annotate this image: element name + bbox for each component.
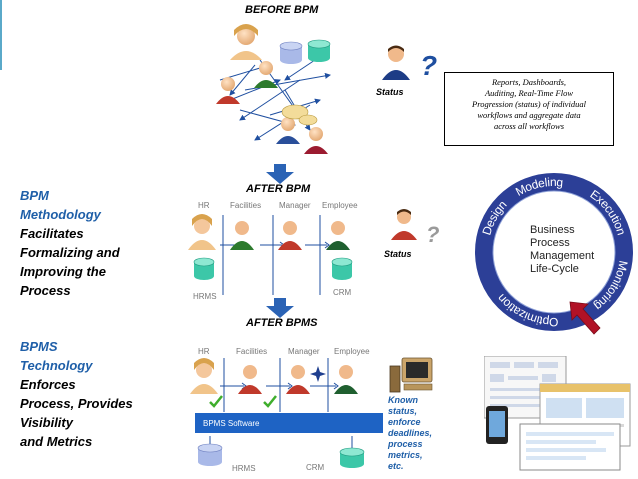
speech-bubble-icon xyxy=(298,114,318,126)
person-icon xyxy=(254,61,278,88)
person-icon xyxy=(230,24,262,60)
lifecycle-ring: Design Modeling Execution Monitoring Opt… xyxy=(475,173,633,331)
system-hrms: HRMS xyxy=(232,464,256,473)
status-callout: Reports, Dashboards, Auditing, Real-Time… xyxy=(444,72,614,146)
checkmark-icon xyxy=(263,395,277,408)
before-bpm-diagram xyxy=(216,24,331,154)
person-icon xyxy=(304,127,328,154)
text-line: Improving the xyxy=(20,264,106,279)
role-facilities: Facilities xyxy=(236,347,268,356)
text-line: Business xyxy=(530,224,575,236)
callout-line: Auditing, Real-Time Flow xyxy=(484,88,574,98)
database-icon xyxy=(279,41,303,64)
text-line: Process xyxy=(20,283,71,298)
after-bpm-diagram xyxy=(188,214,353,295)
database-icon xyxy=(331,257,353,280)
bpm-methodology-text: BPM Methodology Facilitates Formalizing … xyxy=(20,186,120,300)
sparkle-icon xyxy=(310,366,326,382)
text-line: BPMS xyxy=(20,339,58,354)
computer-icon xyxy=(389,357,433,393)
software-screenshots xyxy=(484,356,631,471)
person-icon xyxy=(278,221,302,250)
text-line: status, xyxy=(388,406,418,416)
callout-line: across all workflows xyxy=(493,121,565,131)
person-icon xyxy=(276,117,300,144)
callout-line: Progression (status) of individual xyxy=(472,99,586,109)
person-icon xyxy=(230,221,254,250)
question-mark-icon: ? xyxy=(420,50,438,81)
after-bpms-title: AFTER BPMS xyxy=(246,317,318,329)
person-icon xyxy=(188,214,216,250)
after-bpms-people xyxy=(190,358,358,412)
role-employee: Employee xyxy=(334,347,370,356)
role-hr: HR xyxy=(198,201,210,210)
role-employee: Employee xyxy=(322,201,358,210)
bpms-technology-text: BPMS Technology Enforces Process, Provid… xyxy=(20,337,133,451)
text-line: process xyxy=(388,439,423,449)
before-bpm-title: BEFORE BPM xyxy=(245,4,319,16)
text-line: Known xyxy=(388,395,418,405)
role-hr: HR xyxy=(198,347,210,356)
text-line: Enforces xyxy=(20,377,76,392)
text-line: Formalizing and xyxy=(20,245,120,260)
after-bpm-title: AFTER BPM xyxy=(246,183,311,195)
checkmark-icon xyxy=(209,395,223,408)
callout-line: workflows and aggregate data xyxy=(477,110,581,120)
text-line: enforce xyxy=(388,417,421,427)
text-line: metrics, xyxy=(388,450,423,460)
status-person-icon xyxy=(391,209,417,240)
person-icon xyxy=(286,365,310,394)
person-icon xyxy=(334,365,358,394)
text-line: Management xyxy=(530,250,595,262)
database-icon xyxy=(193,257,215,280)
role-manager: Manager xyxy=(288,347,320,356)
down-arrow-icon xyxy=(266,298,294,318)
system-crm: CRM xyxy=(306,463,325,472)
lifecycle-center-text: Business Process Management Life-Cycle xyxy=(530,224,594,276)
bpms-software-bar: BPMS Software xyxy=(195,413,383,433)
down-arrow-icon xyxy=(266,164,294,184)
edge-accent xyxy=(0,0,2,70)
system-crm: CRM xyxy=(333,288,352,297)
text-line: etc. xyxy=(388,461,404,471)
text-line: Technology xyxy=(20,358,93,373)
speech-bubble-icon xyxy=(281,104,309,120)
text-line: Process xyxy=(530,237,570,249)
text-line: Facilitates xyxy=(20,226,84,241)
database-icon xyxy=(197,443,223,466)
status-person-icon xyxy=(382,45,410,80)
person-icon xyxy=(216,77,240,104)
status-label: Status xyxy=(376,87,404,97)
database-icon xyxy=(339,447,365,468)
text-line: and Metrics xyxy=(20,434,93,449)
red-arrow-icon xyxy=(569,301,601,335)
text-line: deadlines, xyxy=(388,428,433,438)
text-line: Process, Provides xyxy=(20,396,133,411)
text-line: Methodology xyxy=(20,207,101,222)
known-status-text: Known status, enforce deadlines, process… xyxy=(388,395,432,472)
question-mark-icon: ? xyxy=(426,222,440,247)
text-line: BPM xyxy=(20,188,49,203)
person-icon xyxy=(190,358,218,394)
role-manager: Manager xyxy=(279,201,311,210)
text-line: Visibility xyxy=(20,415,73,430)
database-icon xyxy=(307,39,331,62)
role-facilities: Facilities xyxy=(230,201,262,210)
callout-line: Reports, Dashboards, xyxy=(491,77,567,87)
system-hrms: HRMS xyxy=(193,292,217,301)
person-icon xyxy=(238,365,262,394)
text-line: Life-Cycle xyxy=(530,263,579,275)
status-label-2: Status xyxy=(384,249,412,259)
person-icon xyxy=(326,221,350,250)
after-bpms-systems xyxy=(197,436,365,468)
